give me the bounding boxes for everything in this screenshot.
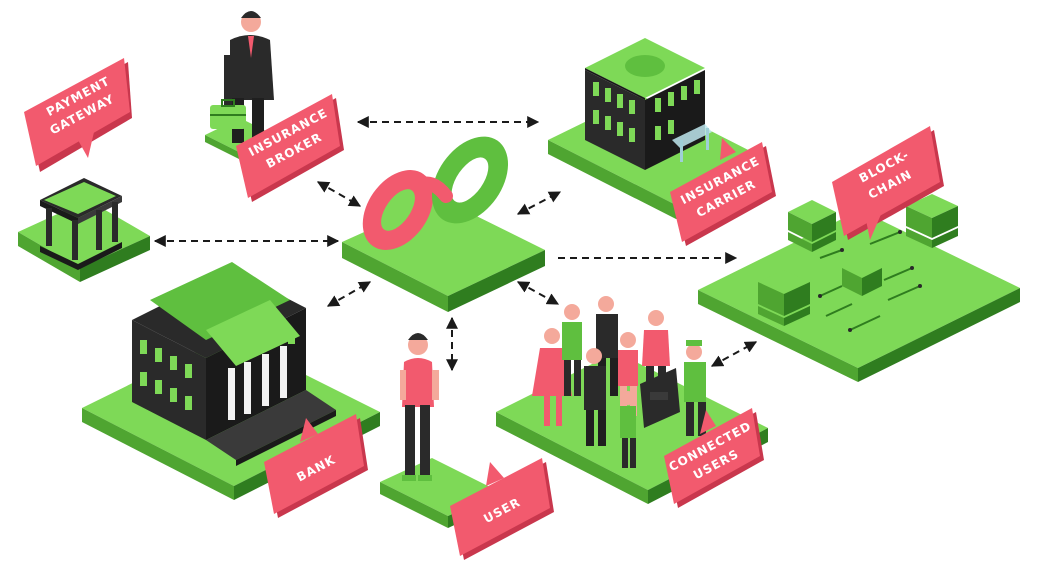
- blockchain-platform: [698, 210, 1020, 382]
- office-building-icon: [585, 38, 712, 170]
- arrow-bank-hub: [326, 281, 372, 307]
- user-person-icon: [400, 333, 439, 481]
- arrow-hub-carrier: [516, 191, 562, 215]
- blockchain-blocks-icon: [758, 194, 958, 332]
- insurance-broker-tag: INSURANCE BROKER: [236, 94, 344, 202]
- gateway-pavilion-icon: [40, 178, 122, 270]
- arrow-broker-hub: [316, 181, 362, 207]
- arrow-connected-blockchain: [710, 341, 758, 367]
- connection-arrows: [153, 116, 758, 372]
- arrow-hub-connected: [516, 281, 560, 305]
- bank-tag: BANK: [264, 414, 368, 518]
- connected-users-group: [532, 296, 706, 468]
- insurance-carrier-tag: INSURANCE CARRIER: [670, 138, 776, 246]
- payment-gateway-tag: PAYMENT GATEWAY: [24, 58, 132, 172]
- broker-person-icon: [224, 11, 274, 143]
- blockchain-tag: BLOCK- CHAIN: [832, 126, 944, 240]
- briefcase-icon: [210, 99, 246, 129]
- link-icon: [362, 136, 509, 250]
- bank-building-icon: [132, 262, 336, 466]
- user-tag: USER: [450, 458, 554, 560]
